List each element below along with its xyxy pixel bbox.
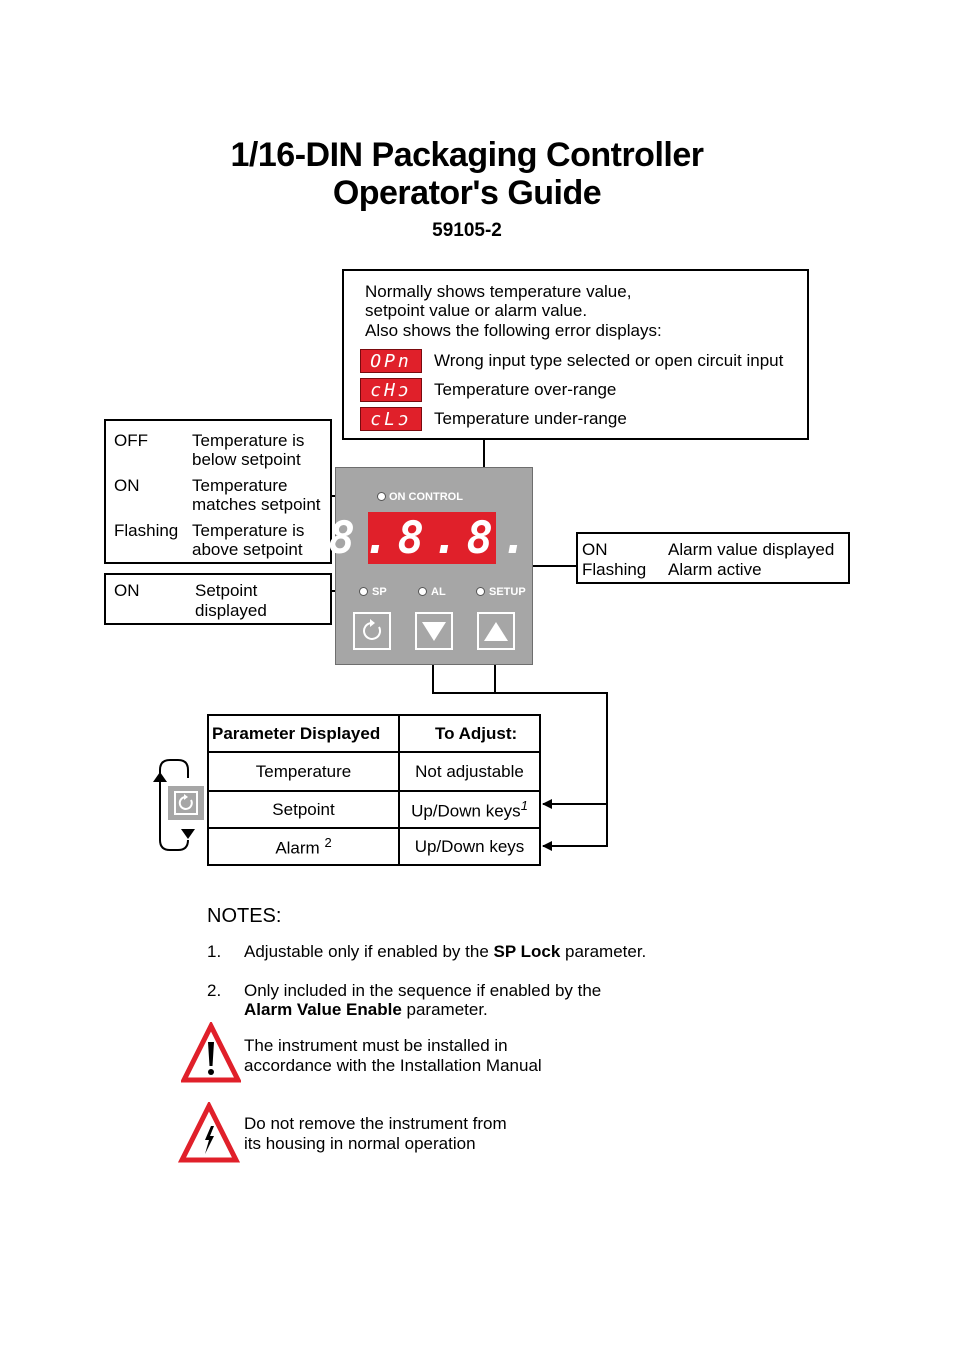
warning-2-line-2: its housing in normal operation — [244, 1134, 476, 1153]
state-desc-2: displayed — [195, 601, 267, 620]
on-control-label: ON CONTROL — [389, 491, 463, 503]
footnote-ref: 2 — [324, 834, 332, 850]
adjust-method: Not adjustable — [415, 761, 524, 781]
param-name: Alarm — [275, 838, 320, 858]
display-callout-line-2: setpoint value or alarm value. — [365, 301, 588, 320]
display-callout: Normally shows temperature value, setpoi… — [342, 269, 809, 440]
error-description: Wrong input type selected or open circui… — [434, 351, 784, 370]
error-row: OPn Wrong input type selected or open ci… — [360, 348, 783, 374]
state-desc-1: Temperature is — [192, 431, 305, 450]
note-2-number: 2. — [207, 981, 222, 1000]
on-control-led — [377, 492, 386, 501]
state-label: OFF — [114, 431, 148, 450]
note-1: Adjustable only if enabled by the SP Loc… — [244, 942, 647, 961]
down-button[interactable] — [415, 612, 453, 650]
state-label: ON — [582, 540, 608, 559]
note-2-line-1: Only included in the sequence if enabled… — [244, 981, 602, 1000]
state-desc-1: Setpoint — [195, 581, 258, 600]
al-callout: ON Alarm value displayed Flashing Alarm … — [576, 532, 850, 584]
arrow-to-alarm-row — [432, 649, 608, 851]
error-code-display: cLɔ — [360, 407, 422, 431]
al-label: AL — [431, 586, 446, 598]
error-description: Temperature over-range — [434, 380, 617, 399]
state-label: Flashing — [582, 560, 647, 579]
setup-label: SETUP — [489, 586, 526, 598]
down-arrow-icon — [422, 622, 446, 641]
up-arrow-icon — [484, 622, 508, 641]
state-desc-2: matches setpoint — [192, 495, 321, 514]
setup-led — [476, 587, 485, 596]
table-header: Parameter Displayed — [207, 714, 400, 753]
adjust-method: Up/Down keys — [414, 836, 525, 856]
warning-1-line-2: accordance with the Installation Manual — [244, 1056, 542, 1075]
controller-front-panel: ON CONTROL 8.8.8. SP AL SETUP — [328, 467, 536, 665]
parameter-table: Parameter Displayed To Adjust: Temperatu… — [207, 714, 541, 866]
notes-heading: NOTES: — [207, 905, 282, 927]
state-desc-2: below setpoint — [192, 450, 301, 469]
document-number: 59105-2 — [432, 220, 502, 241]
state-label: ON — [114, 476, 140, 495]
on-control-callout: OFF Temperature is below setpoint ON Tem… — [104, 419, 332, 564]
table-row: Temperature Not adjustable — [207, 751, 541, 792]
up-button[interactable] — [477, 612, 515, 650]
table-row: Alarm 2 Up/Down keys — [207, 827, 541, 866]
state-desc-2: above setpoint — [192, 540, 303, 559]
note-2-line-2: Alarm Value Enable parameter. — [244, 1000, 488, 1019]
display-callout-line-1: Normally shows temperature value, — [365, 282, 632, 301]
title-line-1: 1/16-DIN Packaging Controller — [230, 136, 704, 174]
sp-led — [359, 587, 368, 596]
display-callout-line-3: Also shows the following error displays: — [365, 321, 662, 340]
state-desc-1: Temperature is — [192, 521, 305, 540]
error-row: cHɔ Temperature over-range — [360, 377, 616, 403]
state-label: ON — [114, 581, 140, 600]
cycle-icon — [363, 619, 382, 640]
electric-shock-warning-icon — [178, 1102, 240, 1163]
error-code-display: cHɔ — [360, 378, 422, 402]
table-row: Setpoint Up/Down keys1 — [207, 790, 541, 829]
param-name: Temperature — [255, 761, 352, 781]
error-description: Temperature under-range — [434, 409, 627, 428]
error-code-display: OPn — [360, 349, 422, 373]
table-header: To Adjust: — [398, 714, 541, 753]
note-1-number: 1. — [207, 942, 222, 961]
warning-2-line-1: Do not remove the instrument from — [244, 1114, 507, 1133]
footnote-ref: 1 — [520, 797, 528, 813]
state-label: Flashing — [114, 521, 179, 540]
led-display: 8.8.8. — [328, 512, 536, 564]
al-led — [418, 587, 427, 596]
state-desc: Alarm value displayed — [668, 540, 835, 559]
warning-1-line-1: The instrument must be installed in — [244, 1036, 508, 1055]
sp-label: SP — [372, 586, 387, 598]
cycle-button[interactable] — [353, 612, 391, 650]
adjust-method: Up/Down keys — [411, 801, 521, 821]
error-row: cLɔ Temperature under-range — [360, 406, 627, 432]
state-desc: Alarm active — [668, 560, 762, 579]
sp-callout: ON Setpoint displayed — [104, 573, 332, 625]
exclamation-warning-icon — [181, 1022, 241, 1083]
state-desc-1: Temperature — [192, 476, 288, 495]
title-line-2: Operator's Guide — [332, 174, 602, 212]
param-name: Setpoint — [272, 799, 335, 819]
